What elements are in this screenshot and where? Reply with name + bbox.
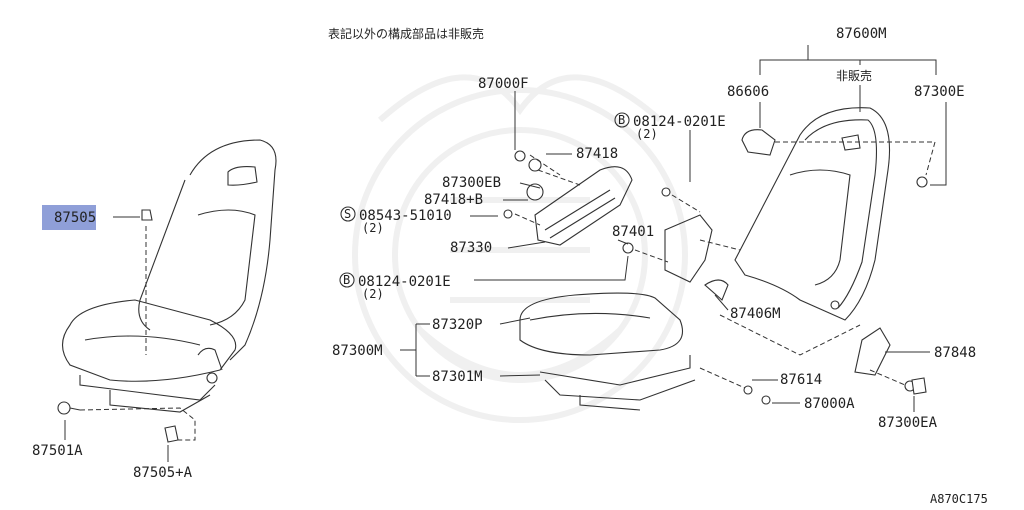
part-label-87320P[interactable]: 87320P xyxy=(432,317,483,333)
leader-lines xyxy=(64,45,947,462)
part-label-87401[interactable]: 87401 xyxy=(612,224,654,240)
part-label-87300EB[interactable]: 87300EB xyxy=(442,175,501,191)
part-label-87418B[interactable]: 87418+B xyxy=(424,192,483,208)
note-jp: 表記以外の構成部品は非販売 xyxy=(328,26,484,41)
qty-08124-upper: (2) xyxy=(636,127,658,141)
seat-back-shell-drawing xyxy=(734,107,928,376)
assembly-dashed-lines xyxy=(79,141,936,441)
part-label-87501A[interactable]: 87501A xyxy=(32,443,83,459)
bolt-symbol-upper-letter: B xyxy=(618,113,625,127)
part-label-87505[interactable]: 87505 xyxy=(54,210,96,226)
bolt-symbol-upper xyxy=(614,112,630,128)
seat-frame-drawing xyxy=(519,158,729,411)
part-label-87848[interactable]: 87848 xyxy=(934,345,976,361)
part-label-86606[interactable]: 86606 xyxy=(727,84,769,100)
bolt-symbol-lower xyxy=(339,272,355,288)
part-label-87000F[interactable]: 87000F xyxy=(478,76,529,92)
part-label-87505A[interactable]: 87505+A xyxy=(133,465,193,481)
part-label-87406M[interactable]: 87406M xyxy=(730,306,781,322)
bolt-symbol-lower-letter: B xyxy=(343,273,350,287)
part-label-87300M[interactable]: 87300M xyxy=(332,343,383,359)
part-label-87300EA[interactable]: 87300EA xyxy=(878,415,938,431)
part-label-87418[interactable]: 87418 xyxy=(576,146,618,162)
qty-08543: (2) xyxy=(362,221,384,235)
assembled-seat-drawing xyxy=(61,139,277,413)
part-label-87300E[interactable]: 87300E xyxy=(914,84,965,100)
part-label-87614[interactable]: 87614 xyxy=(780,372,822,388)
part-label-08124-0201E-lower[interactable]: 08124-0201E xyxy=(358,274,451,290)
screw-symbol-letter: S xyxy=(344,207,351,221)
not-for-sale-label: 非販売 xyxy=(836,68,872,83)
part-label-08543-51010[interactable]: 08543-51010 xyxy=(359,208,452,224)
part-label-87600M[interactable]: 87600M xyxy=(836,26,887,42)
part-label-87301M[interactable]: 87301M xyxy=(432,369,483,385)
screw-symbol xyxy=(340,206,356,222)
part-label-87000A[interactable]: 87000A xyxy=(804,396,855,412)
selected-part-highlight xyxy=(42,205,96,230)
qty-08124-lower: (2) xyxy=(362,287,384,301)
part-label-08124-0201E-upper[interactable]: 08124-0201E xyxy=(633,114,726,130)
diagram-code: A870C175 xyxy=(930,492,988,506)
fasteners xyxy=(57,150,927,443)
part-label-87330[interactable]: 87330 xyxy=(450,240,492,256)
